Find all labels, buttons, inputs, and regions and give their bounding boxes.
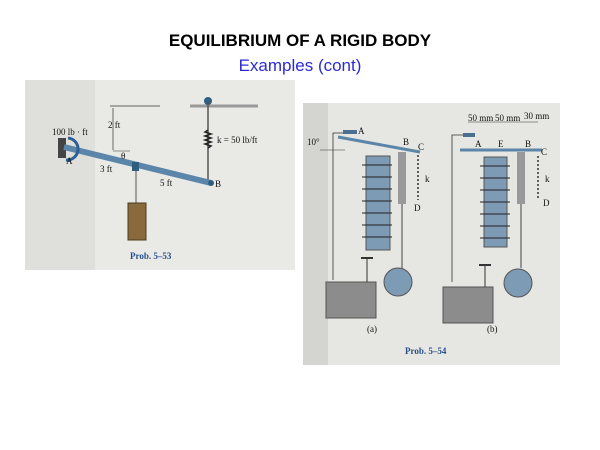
moment-arrow-icon xyxy=(65,136,80,162)
angle-label: θ xyxy=(121,151,125,161)
battery-icon xyxy=(442,286,494,324)
spring-icon xyxy=(202,129,214,149)
a-point-c: C xyxy=(418,142,424,152)
spring-label: k = 50 lb/ft xyxy=(217,135,258,145)
segment1-label: 3 ft xyxy=(100,164,113,174)
bell-icon xyxy=(383,267,413,297)
bell-icon xyxy=(503,268,533,298)
b-point-a: A xyxy=(475,139,482,149)
b-dim3: 30 mm xyxy=(524,111,549,121)
weight-block xyxy=(127,202,147,241)
figure-prob-5-53: 100 lb · ft 2 ft k = 50 lb/ft θ A 3 ft 5… xyxy=(25,80,295,270)
segment2-label: 5 ft xyxy=(160,178,173,188)
b-dim2: 50 mm xyxy=(495,113,520,123)
b-point-b: B xyxy=(525,139,531,149)
b-point-d: D xyxy=(543,198,550,208)
figure-prob-5-54: 10° A B C k D (a) 50 mm 50 mm 30 mm A E … xyxy=(303,103,560,365)
b-point-e: E xyxy=(498,139,504,149)
height-label: 2 ft xyxy=(108,120,121,130)
moment-label: 100 lb · ft xyxy=(52,127,88,137)
point-b-label: B xyxy=(215,179,221,189)
a-spring-k: k xyxy=(425,174,430,184)
b-dim1: 50 mm xyxy=(468,113,493,123)
figure2-caption: Prob. 5–54 xyxy=(405,346,447,356)
slide-title: EQUILIBRIUM OF A RIGID BODY xyxy=(168,31,432,50)
battery-icon xyxy=(325,281,377,319)
a-point-a: A xyxy=(358,126,365,136)
a-label: (a) xyxy=(367,324,377,334)
point-a-label: A xyxy=(66,156,73,166)
angle-label: 10° xyxy=(307,137,320,147)
a-point-b: B xyxy=(403,137,409,147)
slide-subtitle: Examples (cont) xyxy=(238,56,362,75)
b-point-c: C xyxy=(541,147,547,157)
a-point-d: D xyxy=(414,203,421,213)
b-label: (b) xyxy=(487,324,498,334)
b-spring-k: k xyxy=(545,174,550,184)
figure1-caption: Prob. 5–53 xyxy=(130,251,172,261)
